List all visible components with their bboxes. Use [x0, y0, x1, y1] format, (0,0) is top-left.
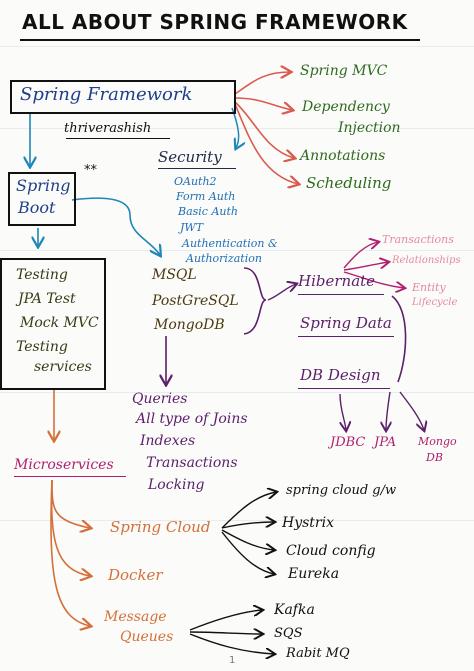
- database-msql: MSQL: [152, 267, 197, 283]
- hibernate-topic-lifecycle: Lifecycle: [412, 297, 458, 308]
- security-jwt: JWT: [180, 221, 204, 234]
- security-heading: Security: [158, 148, 222, 166]
- spring-boot-label-line2: Boot: [18, 198, 56, 217]
- page-rule: [0, 520, 474, 521]
- data-access-hibernate: Hibernate: [298, 272, 376, 290]
- db-topic-joins: All type of Joins: [136, 411, 248, 427]
- db-output-jdbc: JDBC: [330, 435, 366, 450]
- feature-spring-mvc: Spring MVC: [300, 63, 388, 79]
- spring-boot-box: [8, 172, 76, 226]
- db-topic-locking: Locking: [148, 477, 205, 493]
- hibernate-topic-transactions: Transactions: [382, 233, 454, 246]
- feature-annotations: Annotations: [300, 148, 386, 164]
- spring-cloud-config: Cloud config: [286, 543, 376, 559]
- microservice-branch-arrows: [50, 479, 90, 626]
- spring-cloud-eureka: Eureka: [288, 566, 340, 582]
- spring-framework-box: [10, 80, 236, 114]
- queue-kafka: Kafka: [274, 602, 315, 618]
- security-underline: [158, 168, 236, 169]
- page-number: 1: [229, 655, 236, 666]
- data-access-spring-data: Spring Data: [300, 314, 392, 332]
- page-rule: [0, 128, 474, 129]
- database-brace: [243, 267, 267, 335]
- feature-dependency: Dependency: [302, 99, 390, 115]
- security-oauth2: OAuth2: [174, 175, 217, 188]
- testing-item-testing: Testing: [16, 267, 68, 283]
- database-postgresql: PostGreSQL: [152, 293, 239, 309]
- spring-cloud-hystrix: Hystrix: [282, 515, 334, 531]
- branch-docker: Docker: [108, 566, 163, 584]
- hibernate-underline: [298, 294, 384, 295]
- testing-item-jpa-test: JPA Test: [18, 291, 76, 307]
- hibernate-topic-entity: Entity: [412, 281, 446, 294]
- branch-queues: Queues: [120, 629, 174, 645]
- queue-sqs: SQS: [274, 626, 303, 641]
- hibernate-topic-arrows: [343, 242, 404, 288]
- feature-injection: Injection: [338, 120, 401, 136]
- microservices-underline: [14, 476, 126, 477]
- feature-scheduling: Scheduling: [306, 174, 392, 192]
- db-topic-queries: Queries: [132, 391, 188, 407]
- db-design-underline: [298, 388, 390, 389]
- testing-item-testing-services-1: Testing: [16, 339, 68, 355]
- microservices-heading: Microservices: [14, 457, 114, 473]
- framework-feature-arrows: [234, 72, 298, 184]
- author-underline: [66, 138, 170, 139]
- spring-data-underline: [298, 336, 394, 337]
- security-basic-auth: Basic Auth: [178, 205, 238, 218]
- page-rule: [0, 392, 474, 393]
- security-authentication: Authentication &: [182, 237, 278, 250]
- database-mongodb: MongoDB: [154, 317, 225, 333]
- spring-cloud-gateway: spring cloud g/w: [286, 483, 397, 498]
- db-output-mongo: Mongo: [418, 435, 457, 448]
- queue-rabbit-mq: Rabit MQ: [286, 646, 350, 661]
- page-rule: [0, 46, 474, 47]
- page-title: ALL ABOUT SPRING FRAMEWORK: [22, 10, 408, 34]
- testing-item-testing-services-2: services: [34, 359, 92, 375]
- db-output-db: DB: [426, 451, 443, 464]
- spring-framework-label: Spring Framework: [20, 84, 193, 105]
- testing-box: [0, 258, 106, 390]
- queue-item-arrows: [189, 610, 274, 654]
- boot-to-database-arrow: [71, 197, 160, 255]
- security-authorization: Authorization: [186, 252, 262, 265]
- hibernate-topic-relationships: Relationships: [392, 255, 461, 266]
- db-topic-indexes: Indexes: [140, 433, 196, 449]
- db-topic-transactions: Transactions: [146, 455, 238, 471]
- db-design-output-arrows: [339, 391, 424, 430]
- security-form-auth: Form Auth: [176, 190, 236, 203]
- page-rule: [0, 250, 474, 251]
- author-name: thriverashish: [64, 121, 152, 136]
- testing-item-mock-mvc: Mock MVC: [20, 315, 99, 331]
- db-output-jpa: JPA: [374, 435, 397, 450]
- spring-cloud-item-arrows: [221, 492, 276, 574]
- spring-boot-label-line1: Spring: [16, 176, 71, 195]
- branch-message: Message: [104, 609, 167, 625]
- footnote-mark: **: [84, 163, 97, 178]
- data-access-db-design: DB Design: [300, 366, 381, 384]
- branch-spring-cloud: Spring Cloud: [110, 518, 211, 536]
